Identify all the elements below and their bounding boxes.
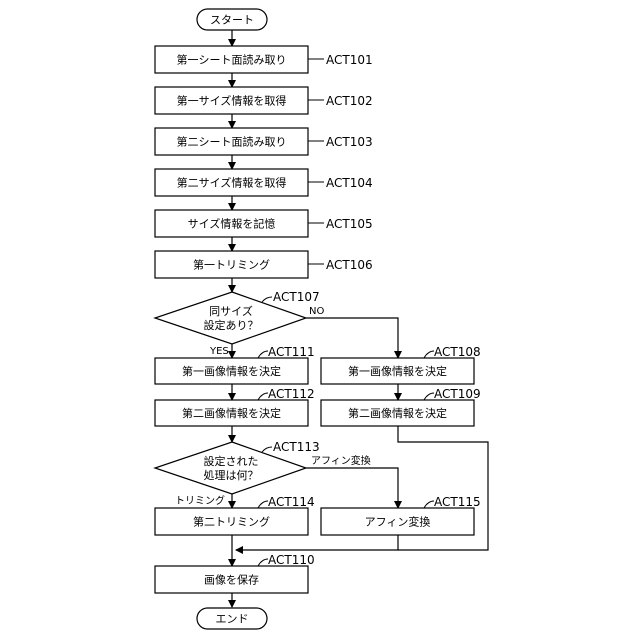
step-label: 第一画像情報を決定: [348, 364, 447, 378]
arrow-affine-to-act115: [306, 468, 398, 508]
branch-affine-label: アフィン変換: [311, 454, 371, 467]
step-label: 第一トリミング: [193, 258, 270, 272]
act-number: ACT108: [434, 345, 481, 359]
act-number: ACT115: [434, 495, 481, 509]
step-label: 第一サイズ情報を取得: [177, 94, 287, 108]
step-act105: サイズ情報を記憶 ACT105: [155, 210, 373, 237]
arrow-act115-to-merge: [236, 535, 398, 550]
act-number: ACT102: [326, 94, 373, 108]
start-terminal: スタート: [197, 9, 267, 30]
branch-trimming-label: トリミング: [175, 494, 225, 507]
act-number: ACT105: [326, 217, 373, 231]
step-act106: 第一トリミング ACT106: [155, 251, 373, 278]
decision-line2: 設定あり？: [204, 318, 259, 332]
step-label: 第一画像情報を決定: [182, 364, 281, 378]
step-act104: 第二サイズ情報を取得 ACT104: [155, 169, 373, 196]
arrow-no-to-act108: [306, 318, 398, 358]
end-label: エンド: [216, 613, 249, 626]
act-leader: [258, 559, 268, 566]
decision-line1: 同サイズ: [209, 304, 253, 318]
act-number: ACT109: [434, 387, 481, 401]
act-leader: [258, 393, 268, 400]
branch-yes-label: YES: [209, 346, 229, 357]
step-act102: 第一サイズ情報を取得 ACT102: [155, 87, 373, 114]
step-act108: 第一画像情報を決定 ACT108: [321, 345, 481, 384]
act-leader: [262, 447, 272, 452]
act-leader: [424, 501, 434, 508]
start-label: スタート: [210, 14, 254, 27]
end-terminal: エンド: [197, 608, 267, 629]
step-label: 第二画像情報を決定: [348, 406, 447, 420]
decision-line2: 処理は何？: [204, 469, 259, 482]
step-act115: アフィン変換 ACT115: [321, 495, 481, 535]
step-act110: 画像を保存 ACT110: [155, 553, 315, 593]
step-act111: 第一画像情報を決定 ACT111: [155, 345, 315, 384]
branch-no-label: NO: [309, 306, 324, 317]
step-label: 第一シート面読み取り: [177, 53, 287, 67]
step-act103: 第二シート面読み取り ACT103: [155, 128, 373, 155]
act-leader: [424, 351, 434, 358]
act-leader: [262, 297, 272, 302]
step-label: 第二シート面読み取り: [177, 135, 287, 149]
act-number: ACT101: [326, 53, 373, 67]
act-number: ACT103: [326, 135, 373, 149]
decision-act113: 設定された 処理は何？ ACT113 トリミング アフィン変換: [155, 440, 371, 507]
step-label: 第二トリミング: [193, 515, 270, 529]
act-leader: [258, 351, 268, 358]
step-label: 第二画像情報を決定: [182, 406, 281, 420]
step-label: サイズ情報を記憶: [188, 217, 276, 231]
act-number: ACT112: [268, 387, 315, 401]
step-act112: 第二画像情報を決定 ACT112: [155, 387, 315, 426]
act-number: ACT114: [268, 495, 315, 509]
act-number: ACT110: [268, 553, 315, 567]
step-label: 第二サイズ情報を取得: [177, 176, 287, 190]
step-act109: 第二画像情報を決定 ACT109: [321, 387, 481, 426]
decision-line1: 設定された: [204, 454, 259, 468]
step-label: アフィン変換: [365, 515, 431, 529]
act-number: ACT106: [326, 258, 373, 272]
act-number: ACT113: [273, 440, 320, 454]
act-number: ACT107: [273, 290, 320, 304]
step-label: 画像を保存: [204, 573, 259, 587]
step-act101: 第一シート面読み取り ACT101: [155, 46, 373, 73]
act-number: ACT104: [326, 176, 373, 190]
act-number: ACT111: [268, 345, 315, 359]
act-leader: [424, 393, 434, 400]
act-leader: [258, 501, 268, 508]
